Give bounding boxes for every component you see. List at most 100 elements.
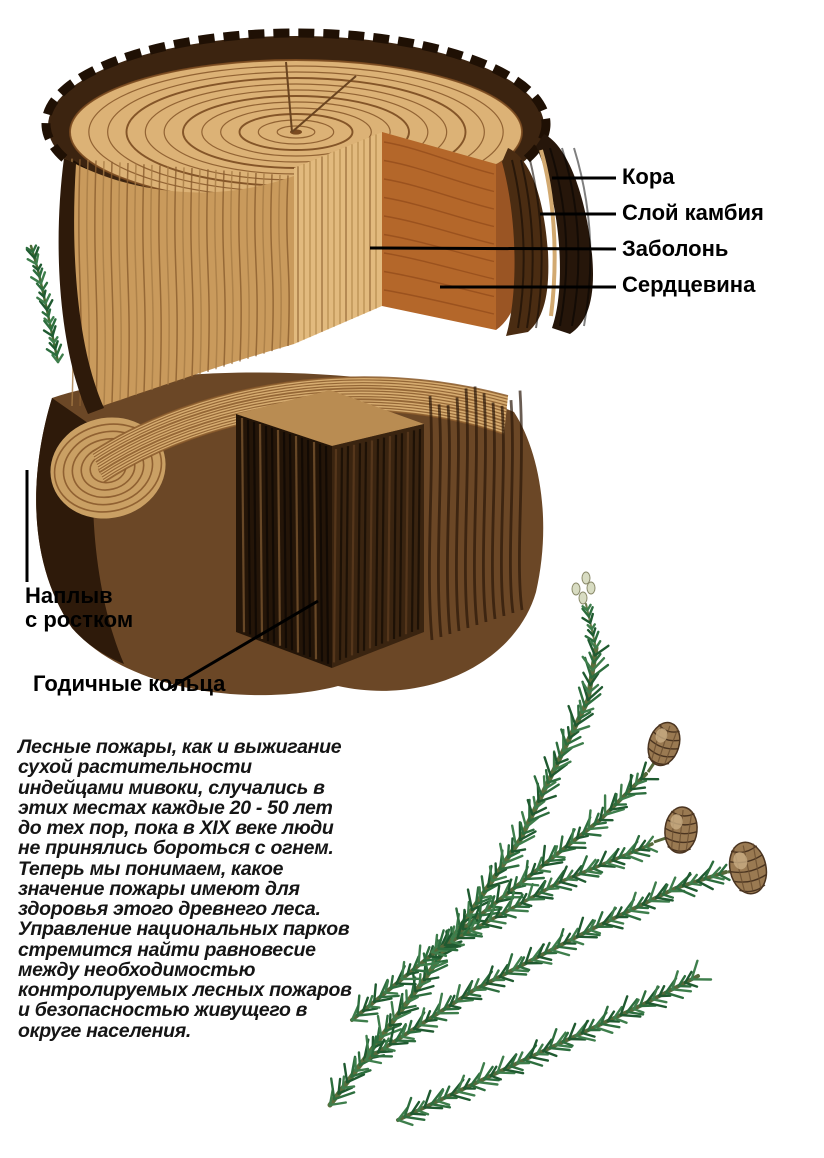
label-heartwood: Сердцевина bbox=[622, 272, 756, 297]
needle bbox=[635, 906, 650, 910]
needle bbox=[537, 943, 545, 958]
needle bbox=[424, 1018, 438, 1023]
grain-line bbox=[270, 174, 274, 352]
needle bbox=[530, 871, 544, 876]
needle bbox=[400, 960, 406, 981]
needle bbox=[591, 858, 600, 870]
grain-line bbox=[238, 171, 242, 362]
bark-streak bbox=[473, 386, 479, 626]
needle bbox=[555, 1031, 567, 1047]
bark-streak bbox=[410, 430, 416, 632]
needle bbox=[417, 961, 440, 967]
needle bbox=[558, 865, 568, 884]
needle bbox=[422, 964, 427, 982]
needle bbox=[561, 1040, 574, 1047]
needle bbox=[655, 883, 668, 899]
needle bbox=[436, 992, 444, 1015]
needle bbox=[416, 1109, 430, 1116]
growth-ring bbox=[220, 107, 372, 157]
cone-scale bbox=[739, 884, 766, 893]
needle bbox=[591, 627, 597, 637]
needle bbox=[509, 1065, 524, 1072]
needle bbox=[609, 805, 628, 811]
grain-line bbox=[246, 172, 250, 359]
needle bbox=[410, 1100, 421, 1115]
needle bbox=[520, 892, 528, 905]
needle bbox=[388, 1026, 395, 1046]
caption-text: Лесные пожары, как и выжигание сухой рас… bbox=[18, 736, 352, 1042]
needle bbox=[45, 299, 54, 312]
growth-ring bbox=[92, 379, 508, 456]
needle bbox=[430, 950, 448, 958]
growth-ring bbox=[96, 390, 507, 466]
needle bbox=[400, 994, 404, 1010]
needle bbox=[455, 907, 462, 929]
needle bbox=[690, 959, 699, 981]
grain-line bbox=[174, 166, 178, 383]
needle bbox=[30, 276, 43, 285]
needle bbox=[574, 712, 594, 727]
needle bbox=[448, 994, 456, 1007]
needle bbox=[520, 901, 533, 908]
growth-ring bbox=[201, 101, 391, 163]
bark-streak bbox=[398, 433, 404, 637]
needle bbox=[405, 989, 409, 1004]
bark-streak bbox=[374, 438, 380, 647]
growth-ring bbox=[91, 376, 509, 453]
needle bbox=[36, 263, 43, 272]
needle bbox=[546, 777, 561, 784]
burl-ring bbox=[53, 423, 163, 513]
needle bbox=[658, 985, 666, 998]
needle bbox=[602, 922, 624, 930]
needle bbox=[595, 911, 604, 928]
needle bbox=[430, 1088, 445, 1106]
cone-scale bbox=[742, 845, 754, 891]
needle bbox=[32, 269, 41, 278]
needle bbox=[474, 886, 480, 906]
needle bbox=[388, 1013, 392, 1027]
needle bbox=[443, 1085, 451, 1100]
needle bbox=[499, 842, 506, 865]
needle bbox=[328, 1101, 347, 1107]
needle bbox=[403, 1096, 413, 1119]
needle bbox=[480, 875, 486, 894]
needle bbox=[619, 1013, 642, 1018]
needle bbox=[582, 932, 601, 937]
grain-line bbox=[383, 270, 495, 298]
needle bbox=[424, 1010, 432, 1023]
needle bbox=[651, 998, 668, 1004]
needle bbox=[585, 858, 597, 873]
needle bbox=[376, 1038, 386, 1054]
needle bbox=[361, 996, 369, 1013]
needle bbox=[580, 1019, 589, 1035]
needle bbox=[668, 876, 677, 893]
needle bbox=[479, 985, 500, 993]
needle bbox=[569, 938, 585, 946]
needle bbox=[528, 811, 550, 823]
needle bbox=[671, 988, 693, 993]
needle bbox=[608, 906, 617, 922]
needle bbox=[575, 916, 585, 938]
needle bbox=[49, 318, 57, 331]
needle bbox=[617, 847, 626, 859]
needle bbox=[587, 638, 597, 657]
needle bbox=[625, 1010, 645, 1016]
needle bbox=[655, 896, 674, 902]
needle bbox=[598, 806, 604, 822]
needle bbox=[587, 683, 600, 694]
needle bbox=[641, 892, 651, 906]
needle bbox=[378, 978, 389, 999]
needle bbox=[529, 1039, 538, 1059]
needle bbox=[490, 875, 507, 882]
needle bbox=[548, 1027, 558, 1050]
cone-scale bbox=[678, 810, 684, 850]
bark-streak bbox=[520, 159, 534, 329]
bark-streak bbox=[252, 421, 258, 637]
needle bbox=[593, 812, 600, 826]
needle bbox=[345, 1073, 366, 1084]
needle bbox=[568, 730, 580, 740]
needle bbox=[418, 1023, 439, 1028]
needle bbox=[518, 830, 537, 842]
needle bbox=[475, 925, 490, 929]
